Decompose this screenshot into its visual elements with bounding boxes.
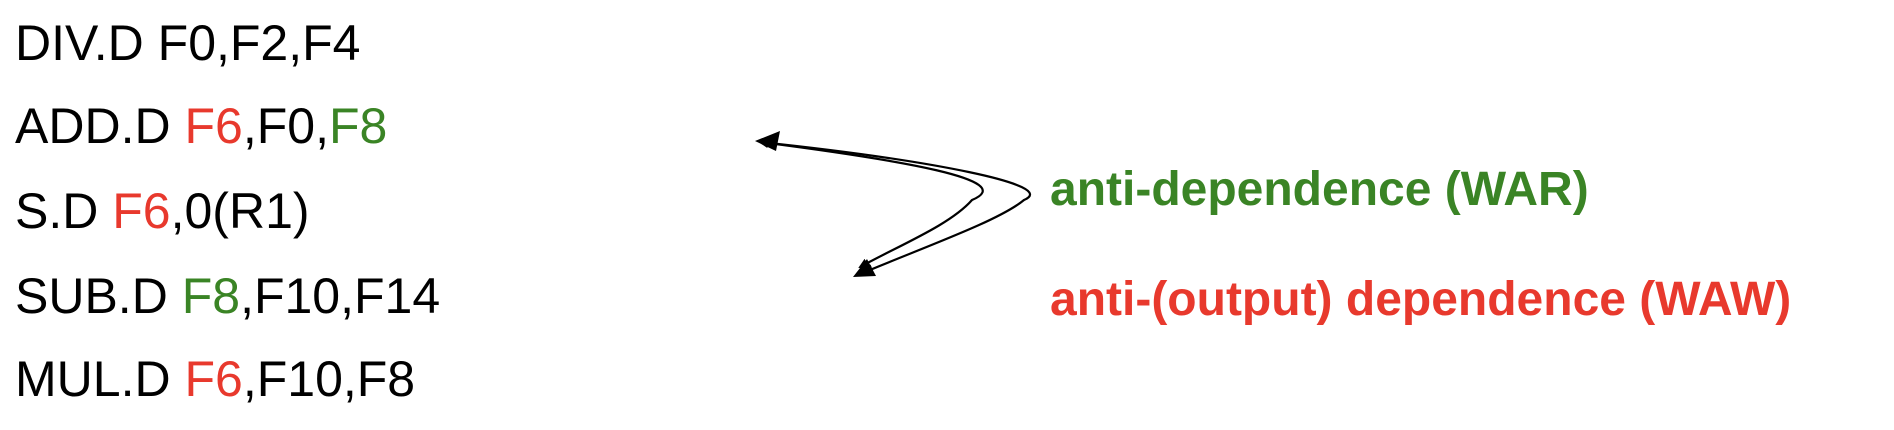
instruction-line: DIV.D F0,F2,F4 — [15, 18, 360, 68]
instruction-text: ADD.D — [15, 98, 185, 154]
waw-arrow — [759, 140, 1032, 274]
register-red: F6 — [112, 183, 171, 239]
war-label: anti-dependence (WAR) — [1050, 163, 1589, 216]
war-arrow — [758, 138, 984, 268]
instruction-line: SUB.D F8,F10,F14 — [15, 271, 440, 321]
register-green: F8 — [181, 268, 241, 324]
instruction-text: ,F0, — [242, 98, 329, 154]
instruction-line: ADD.D F6,F0,F8 — [15, 101, 387, 151]
arrowhead-bottom-icon — [853, 259, 876, 277]
instruction-text: MUL.D — [15, 351, 185, 407]
instruction-text: DIV.D F0,F2,F4 — [15, 15, 361, 71]
instruction-text: ,0(R1) — [170, 183, 310, 239]
waw-label: anti-(output) dependence (WAW) — [1050, 273, 1792, 326]
arrowhead-top-icon — [755, 131, 780, 151]
instruction-text: S.D — [15, 183, 113, 239]
instruction-text: ,F10,F8 — [242, 351, 416, 407]
register-red: F6 — [184, 351, 243, 407]
register-green: F8 — [328, 98, 388, 154]
instruction-line: MUL.D F6,F10,F8 — [15, 354, 415, 404]
register-red: F6 — [184, 98, 243, 154]
instruction-line: S.D F6,0(R1) — [15, 186, 310, 236]
instruction-text: SUB.D — [15, 268, 182, 324]
instruction-text: ,F10,F14 — [240, 268, 441, 324]
